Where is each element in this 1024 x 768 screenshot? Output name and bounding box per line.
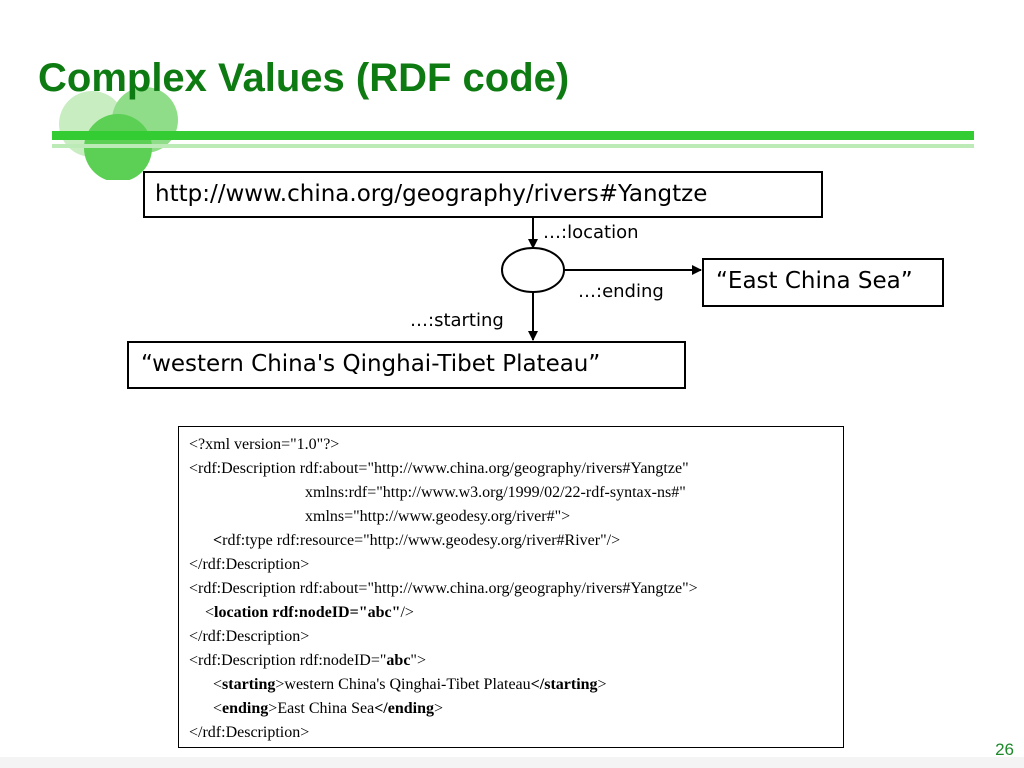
code-text: <	[189, 604, 215, 621]
code-line: <ending>East China Sea</ending>	[189, 697, 843, 721]
code-line: </rdf:Description>	[189, 628, 310, 645]
code-bold: </	[530, 676, 545, 693]
code-bold: </	[374, 700, 388, 717]
code-line: </rdf:Description>	[189, 556, 310, 573]
code-bold: abc	[386, 652, 411, 669]
code-text: western China's Qinghai-Tibet Plateau	[284, 676, 531, 693]
page-number: 26	[995, 740, 1014, 759]
code-line: </rdf:Description>	[189, 724, 310, 741]
code-text: >	[268, 700, 278, 717]
edge-label-starting: …:starting	[410, 310, 504, 331]
code-text: />	[400, 604, 414, 621]
code-line: <rdf:Description rdf:nodeID="abc">	[189, 649, 843, 673]
title-bar-main	[52, 131, 974, 140]
ending-literal-node: “East China Sea”	[702, 258, 944, 307]
code-text: >	[434, 700, 444, 717]
title-decoration	[52, 87, 974, 180]
rdf-code-listing: <?xml version="1.0"?> <rdf:Description r…	[178, 426, 844, 748]
code-text: ">	[410, 652, 426, 669]
code-text: <	[189, 676, 223, 693]
code-line: xmlns="http://www.geodesy.org/river#">	[189, 508, 571, 525]
code-text: rdf:type rdf:resource="http://www.geodes…	[222, 532, 621, 549]
blank-node	[501, 247, 565, 293]
edge-label-ending: …:ending	[578, 281, 664, 302]
code-line: <starting>western China's Qinghai-Tibet …	[189, 673, 843, 697]
code-line: xmlns:rdf="http://www.w3.org/1999/02/22-…	[189, 484, 686, 501]
rdf-graph	[501, 218, 702, 341]
code-text: <	[189, 700, 223, 717]
code-bold: starting	[222, 676, 276, 693]
code-text: >	[597, 676, 607, 693]
page-title: Complex Values (RDF code)	[38, 56, 570, 100]
code-text: <rdf:Description rdf:nodeID="	[189, 652, 387, 669]
code-line: <?xml version="1.0"?>	[189, 436, 340, 453]
code-line: <rdf:Description rdf:about="http://www.c…	[189, 460, 689, 477]
footer-bar	[0, 757, 1024, 768]
title-bar-shadow	[52, 144, 974, 148]
code-bold: ending	[387, 700, 434, 717]
code-text: >	[275, 676, 285, 693]
code-text: East China Sea	[277, 700, 375, 717]
code-bold: starting	[544, 676, 598, 693]
code-line: <rdf:Description rdf:about="http://www.c…	[189, 580, 698, 597]
code-line: <location rdf:nodeID="abc"/>	[189, 601, 843, 625]
uri-node: http://www.china.org/geography/rivers#Ya…	[143, 171, 823, 218]
code-bold: location rdf:nodeID="abc"	[214, 604, 401, 621]
code-bold: <	[189, 532, 223, 549]
starting-literal-node: “western China's Qinghai-Tibet Plateau”	[127, 341, 686, 389]
code-bold: ending	[222, 700, 269, 717]
edge-label-location: …:location	[543, 222, 639, 243]
code-line: <rdf:type rdf:resource="http://www.geode…	[189, 529, 843, 553]
